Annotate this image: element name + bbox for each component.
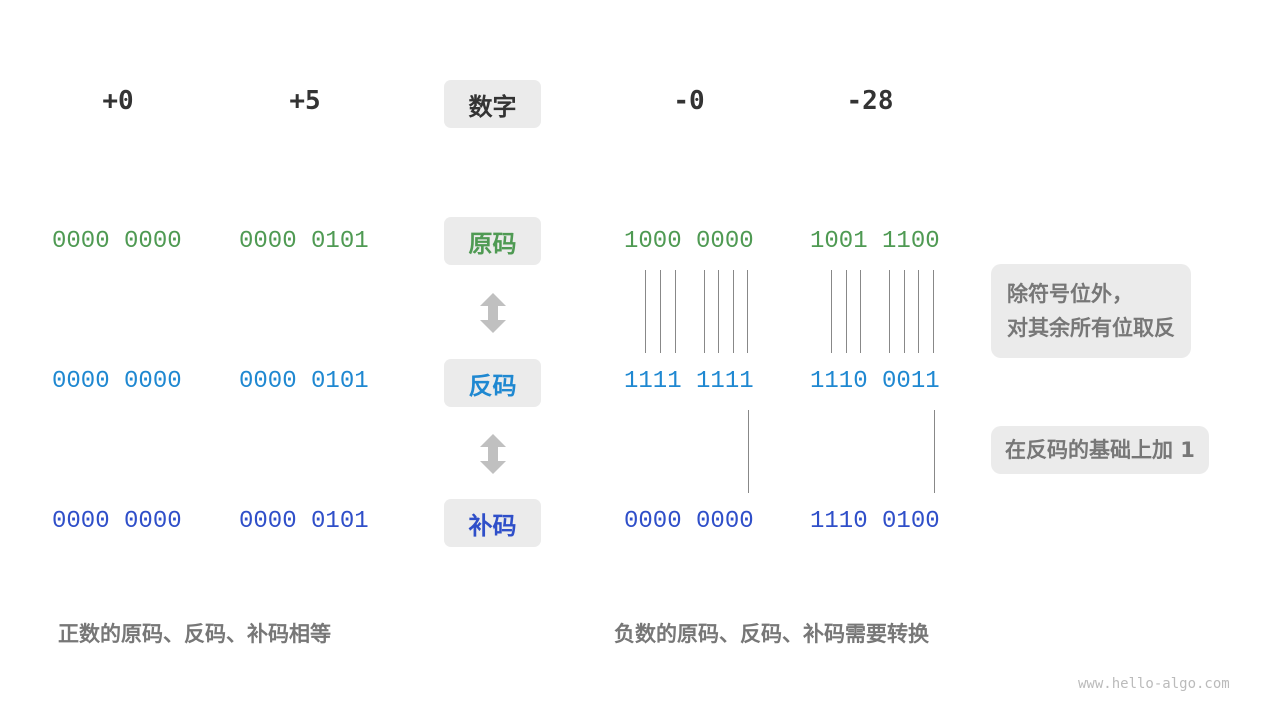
connector-line — [747, 270, 748, 353]
connector-line — [660, 270, 661, 353]
note-invert-line2: 对其余所有位取反 — [1007, 316, 1175, 340]
ones-pos0: 0000 0000 — [52, 368, 182, 395]
header-pos0: +0 — [102, 86, 134, 116]
connector-line — [904, 270, 905, 353]
twos-neg0: 0000 0000 — [624, 508, 754, 535]
ones-pos5: 0000 0101 — [239, 368, 369, 395]
note-invert: 除符号位外， 对其余所有位取反 — [991, 264, 1191, 358]
connector-line — [704, 270, 705, 353]
double-arrow-icon — [480, 434, 506, 474]
note-invert-line1: 除符号位外， — [1007, 282, 1133, 306]
twos-pos0: 0000 0000 — [52, 508, 182, 535]
original-neg0: 1000 0000 — [624, 228, 754, 255]
connector-line — [675, 270, 676, 353]
original-pos0: 0000 0000 — [52, 228, 182, 255]
note-add-one: 在反码的基础上加 1 — [991, 426, 1209, 474]
connector-line — [934, 410, 935, 493]
watermark: www.hello-algo.com — [1078, 676, 1230, 692]
connector-line — [718, 270, 719, 353]
ones-neg0: 1111 1111 — [624, 368, 754, 395]
connector-line — [918, 270, 919, 353]
twos-pos5: 0000 0101 — [239, 508, 369, 535]
connector-line — [860, 270, 861, 353]
header-pos5: +5 — [289, 86, 321, 116]
label-original: 原码 — [444, 217, 541, 265]
caption-positive: 正数的原码、反码、补码相等 — [58, 622, 331, 646]
connector-line — [645, 270, 646, 353]
header-neg28: -28 — [846, 86, 894, 116]
header-label: 数字 — [444, 80, 541, 128]
ones-neg28: 1110 0011 — [810, 368, 940, 395]
label-twos-complement: 补码 — [444, 499, 541, 547]
connector-line — [733, 270, 734, 353]
connector-line — [748, 410, 749, 493]
double-arrow-icon — [480, 293, 506, 333]
connector-line — [831, 270, 832, 353]
twos-neg28: 1110 0100 — [810, 508, 940, 535]
original-pos5: 0000 0101 — [239, 228, 369, 255]
caption-negative: 负数的原码、反码、补码需要转换 — [614, 622, 929, 646]
header-neg0: -0 — [673, 86, 705, 116]
label-ones-complement: 反码 — [444, 359, 541, 407]
original-neg28: 1001 1100 — [810, 228, 940, 255]
connector-line — [889, 270, 890, 353]
connector-line — [933, 270, 934, 353]
connector-line — [846, 270, 847, 353]
